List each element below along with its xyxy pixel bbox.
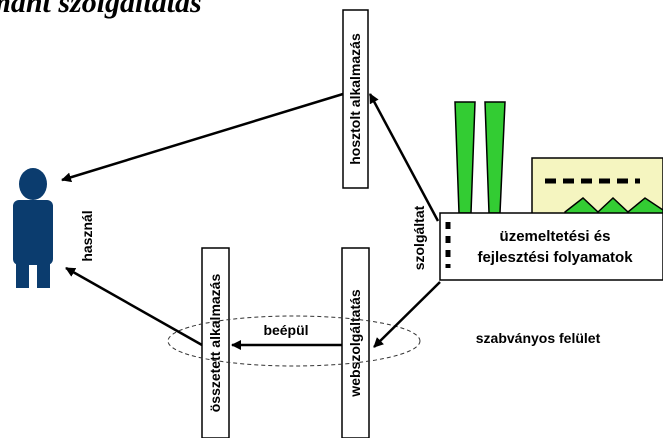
composite-app-label: összetett alkalmazás [207,274,223,413]
arrow-factory-to-hosted [368,93,440,222]
factory-icon [439,101,663,281]
page-title: ...mant szolgáltatás [0,0,202,19]
arrow-factory-to-webservice [373,281,441,348]
processes-label-line1: üzemeltetési és [500,228,611,245]
web-service-box [341,247,370,438]
composite-app-box [201,247,230,438]
standard-interface-label: szabványos felület [476,330,601,346]
uses-label: használ [79,210,95,261]
embeds-label: beépül [263,322,308,338]
processes-label-line2: fejlesztési folyamatok [477,249,633,266]
provides-label: szolgáltat [411,205,427,270]
hosted-app-box [342,9,369,189]
standard-interface-ellipse [167,315,421,367]
hosted-app-label: hosztolt alkalmazás [347,33,363,165]
arrow-composite-to-person [65,266,203,347]
arrow-hosted-to-person [61,92,344,183]
person-icon [13,168,53,288]
web-service-label: webszolgáltatás [347,289,363,398]
